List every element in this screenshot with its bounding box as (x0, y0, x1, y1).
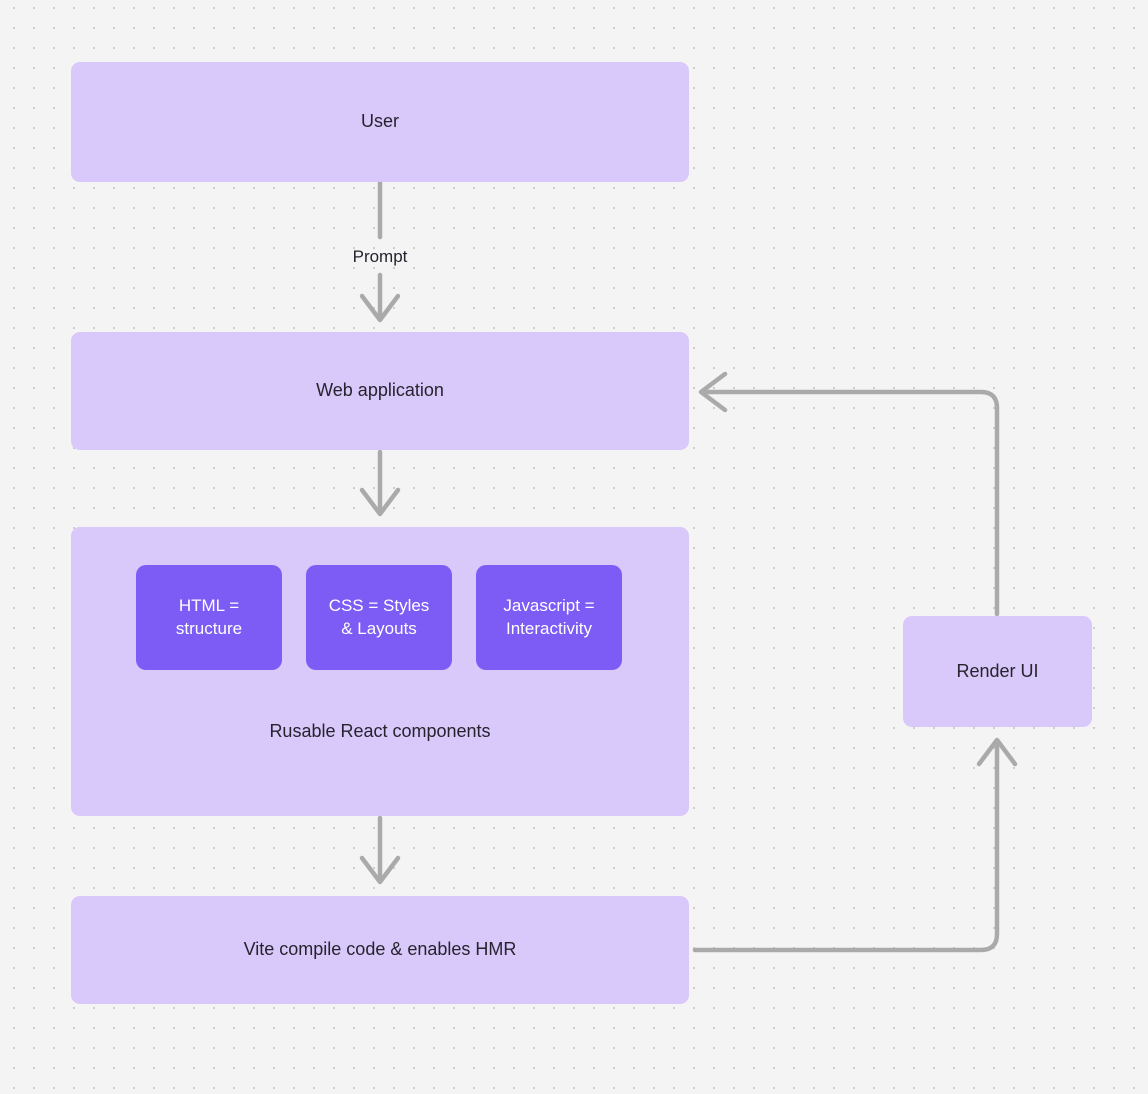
node-render-ui[interactable]: Render UI (903, 616, 1092, 727)
node-user[interactable]: User (71, 62, 689, 182)
edge-label-prompt: Prompt (352, 246, 408, 266)
node-web-application[interactable]: Web application (71, 332, 689, 450)
edge-vite-to-render-ui (692, 737, 1018, 953)
edge-components-to-vite (359, 815, 401, 885)
node-components-group[interactable]: HTML = structure CSS = Styles & Layouts … (71, 527, 689, 816)
node-html[interactable]: HTML = structure (136, 565, 282, 670)
node-vite[interactable]: Vite compile code & enables HMR (71, 896, 689, 1004)
node-css[interactable]: CSS = Styles & Layouts (306, 565, 452, 670)
edge-web-application-to-components (359, 449, 401, 517)
node-javascript[interactable]: Javascript = Interactivity (476, 565, 622, 670)
node-components-group-label: Rusable React components (269, 721, 491, 741)
edge-render-ui-to-web-application (698, 371, 1000, 617)
